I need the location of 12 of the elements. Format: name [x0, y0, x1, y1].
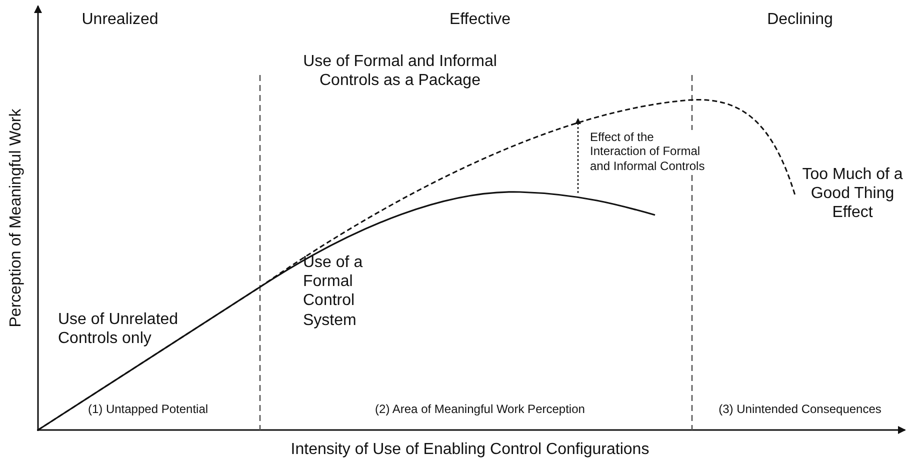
zone-heading: Declining — [766, 10, 834, 30]
y-axis-title: Perception of Meaningful Work — [6, 108, 26, 328]
curve-label: Use of Unrelated Controls only — [58, 310, 180, 348]
area-label: (1) Untapped Potential — [86, 402, 210, 416]
curve-label: Use of Formal and Informal Controls as a Package — [302, 52, 498, 90]
curve-label: Too Much of a Good Thing Effect — [801, 165, 904, 223]
area-label: (3) Unintended Consequences — [718, 402, 882, 416]
x-axis-title: Intensity of Use of Enabling Control Configurations — [290, 440, 650, 460]
area-label: (2) Area of Meaningful Work Perception — [374, 402, 586, 416]
zone-heading: Effective — [448, 10, 512, 30]
zone-heading: Unrealized — [80, 10, 160, 30]
curve-label: Use of a Formal Control System — [303, 253, 364, 330]
